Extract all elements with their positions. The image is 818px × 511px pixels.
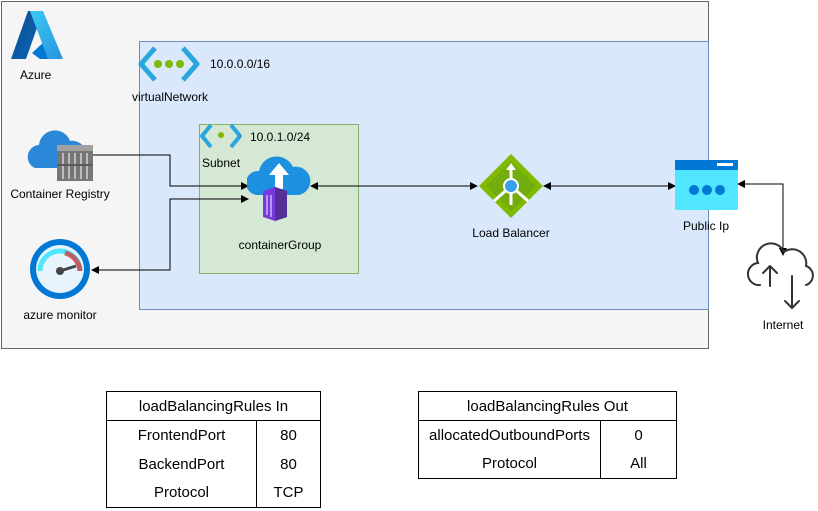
rules-in-value: TCP [256, 478, 321, 508]
rules-in-table: loadBalancingRules In FrontendPort 80 Ba… [106, 391, 321, 508]
rules-in-value: 80 [256, 449, 321, 479]
registry-to-container-edge [92, 154, 249, 190]
publicip-to-internet-edge [737, 180, 787, 256]
load-balancer-icon [479, 154, 543, 218]
rules-out-key: allocatedOutboundPorts [418, 420, 601, 450]
subnet-cidr-label: 10.0.1.0/24 [250, 130, 311, 144]
vnet-name-label: virtualNetwork [131, 90, 209, 104]
load-balancer-label: Load Balancer [472, 226, 550, 240]
table-row: FrontendPort 80 [106, 420, 321, 450]
vnet-cidr-label: 10.0.0.0/16 [210, 57, 271, 71]
azure-label: Azure [20, 68, 52, 82]
rules-out-value: 0 [600, 420, 677, 450]
public-ip-label: Public Ip [682, 219, 730, 233]
container-group-label: containerGroup [238, 238, 322, 252]
internet-label: Internet [762, 318, 804, 332]
rules-out-title: loadBalancingRules Out [418, 391, 677, 421]
subnet-icon [200, 123, 242, 149]
rules-in-value: 80 [256, 420, 321, 450]
rules-out-key: Protocol [418, 449, 601, 479]
internet-cloud-icon [746, 242, 814, 309]
table-row: allocatedOutboundPorts 0 [418, 420, 677, 450]
subnet-name-label: Subnet [202, 156, 241, 170]
azure-logo-icon [11, 11, 63, 59]
virtual-network-icon [138, 46, 200, 82]
table-row: BackendPort 80 [106, 449, 321, 479]
container-registry-label: Container Registry [10, 187, 110, 201]
rules-in-key: BackendPort [106, 449, 257, 479]
container-registry-icon [27, 130, 93, 181]
azure-monitor-icon [30, 239, 90, 299]
azure-monitor-label: azure monitor [23, 308, 97, 322]
public-ip-icon [675, 160, 738, 210]
rules-out-table: loadBalancingRules Out allocatedOutbound… [418, 391, 677, 479]
rules-in-key: Protocol [106, 478, 257, 508]
table-row: Protocol All [418, 449, 677, 479]
rules-out-value: All [600, 449, 677, 479]
container-group-icon [247, 156, 311, 221]
monitor-to-container-edge [91, 195, 249, 274]
rules-in-key: FrontendPort [106, 420, 257, 450]
rules-in-title: loadBalancingRules In [106, 391, 321, 421]
table-row: Protocol TCP [106, 478, 321, 508]
